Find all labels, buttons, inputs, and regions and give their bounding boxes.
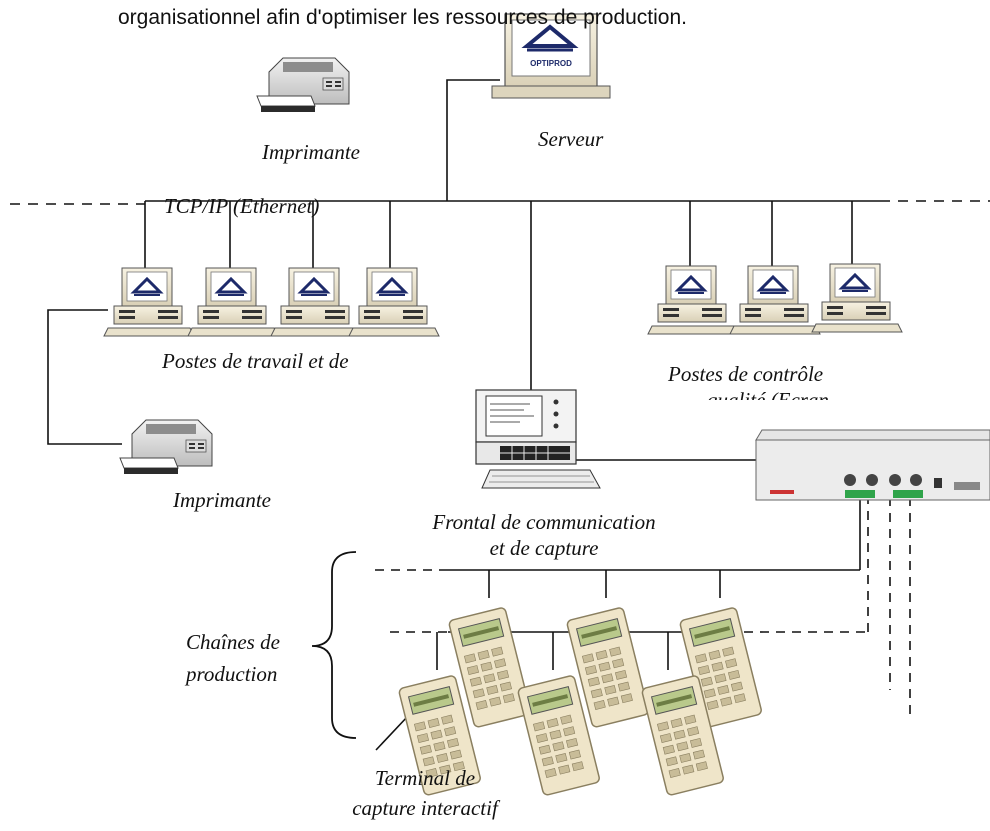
printer-bottom-label: Imprimante — [173, 488, 271, 512]
workstation-1-icon — [102, 266, 196, 338]
server-computer — [491, 13, 611, 99]
network-label: TCP/IP (Ethernet) — [164, 194, 320, 218]
quality-stations-label-line2-text: qualité (Ecran — [707, 388, 829, 400]
quality-stations-label-line2: qualité (Ecran — [668, 386, 868, 400]
frontend-label-line2: et de capture — [489, 536, 599, 560]
workstation-3-icon — [269, 266, 363, 338]
printer-bottom-icon — [119, 419, 213, 475]
quality-station-1-icon — [646, 264, 740, 336]
terminal-label-line1: Terminal de — [374, 766, 476, 790]
frontend-computer — [475, 389, 601, 489]
workstation-4-icon — [347, 266, 441, 338]
workstation-2-icon — [186, 266, 280, 338]
printer-top-label: Imprimante — [262, 140, 360, 164]
quality-station-2-icon — [728, 264, 822, 336]
header-text: organisationnel afin d'optimiser les res… — [118, 6, 687, 29]
ethernet-bus — [10, 79, 990, 751]
production-lines-label-line1: Chaînes de — [186, 630, 280, 654]
server-brand-text: OPTIPROD — [530, 59, 572, 68]
production-brace — [311, 551, 357, 739]
frontend-label-line1: Frontal de communication — [432, 510, 656, 534]
server-label: Serveur — [538, 127, 604, 151]
quality-station-3-icon — [810, 262, 904, 334]
workstations-label: Postes de travail et de — [162, 349, 349, 373]
terminal-label-line2: capture interactif — [352, 796, 498, 820]
printer-top-icon — [256, 57, 350, 113]
communication-controller — [755, 429, 990, 501]
quality-stations-label-line1: Postes de contrôle — [668, 362, 824, 386]
production-lines-label-line2: production — [186, 662, 278, 686]
